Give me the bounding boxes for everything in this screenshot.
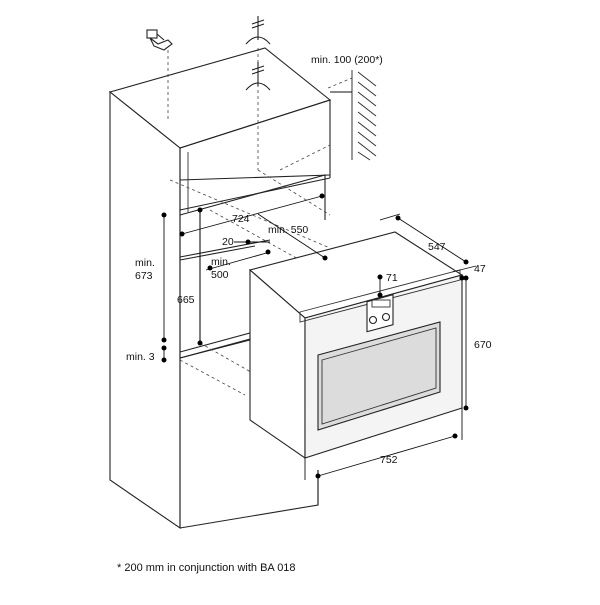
label-547: 547 (428, 241, 446, 253)
dimension-lines (161, 193, 477, 480)
oven-window (317, 321, 441, 431)
label-47: 47 (474, 263, 486, 275)
label-min-673-b: 673 (135, 270, 153, 282)
plug-icon (146, 29, 173, 51)
label-71: 71 (386, 272, 398, 284)
label-min-100: min. 100 (200*) (311, 54, 383, 66)
control-panel (366, 293, 394, 333)
ventilation-hatch (330, 70, 377, 161)
label-752: 752 (380, 454, 398, 466)
control-knob-right (381, 312, 391, 322)
label-min-550: min. 550 (268, 224, 308, 236)
label-20: 20 (222, 236, 234, 248)
label-670: 670 (474, 339, 492, 351)
cabinet (108, 47, 332, 530)
cabinet-left-face (109, 90, 181, 530)
ground-symbol-icon (245, 62, 271, 91)
oven (248, 231, 464, 460)
label-min-3: min. 3 (126, 351, 155, 363)
label-min-500-a: min. (211, 256, 231, 268)
dimension-labels: min. 100 (200*) 724 min. 550 547 47 20 m… (126, 54, 492, 466)
label-min-500-b: 500 (211, 269, 229, 281)
cabinet-front-top (179, 99, 331, 178)
control-knob-left (368, 315, 378, 325)
label-min-673-a: min. (135, 257, 155, 269)
footnote: * 200 mm in conjunction with BA 018 (117, 562, 296, 574)
label-724: 724 (232, 213, 250, 225)
ground-symbol-icon (245, 16, 271, 45)
label-665: 665 (177, 294, 195, 306)
